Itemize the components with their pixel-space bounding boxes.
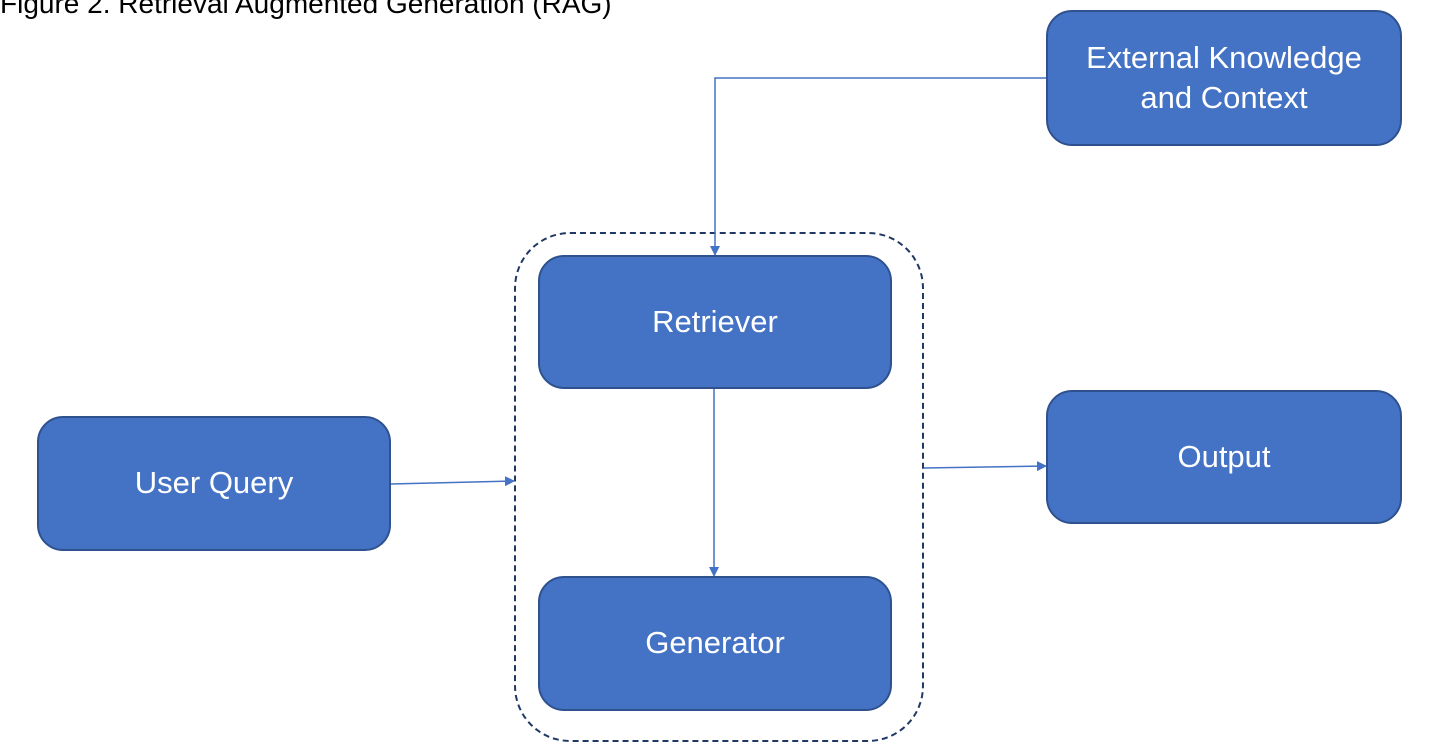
model-to-output-arrow: [923, 461, 1047, 472]
generator-label: Generator: [645, 625, 785, 661]
figure-caption: Figure 2. Retrieval Augmented Generation…: [0, 0, 612, 19]
output-node: Output: [1046, 390, 1402, 524]
user-query-to-model-arrow: [390, 476, 515, 487]
output-label: Output: [1177, 438, 1271, 474]
rag-model-group-frame: [514, 232, 924, 742]
user-query-label: User Query: [134, 465, 294, 501]
external-to-retriever-arrow: [710, 77, 1046, 256]
external-knowledge-node: External Knowledge and Context: [1046, 10, 1402, 146]
retriever-node: Retriever: [538, 255, 892, 389]
generator-node: Generator: [538, 576, 892, 711]
external-knowledge-label: External Knowledge and Context: [1086, 39, 1362, 115]
retriever-label: Retriever: [652, 303, 778, 339]
user-query-node: User Query: [37, 416, 391, 551]
